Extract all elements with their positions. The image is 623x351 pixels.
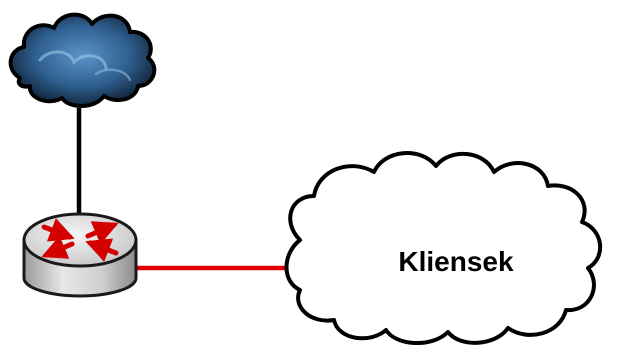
clients-cloud: Kliensek <box>284 151 603 346</box>
internet-cloud-icon <box>8 12 157 108</box>
cloud-outline-icon <box>284 151 603 346</box>
clients-cloud-label: Kliensek <box>398 246 514 277</box>
router-icon <box>22 212 138 298</box>
